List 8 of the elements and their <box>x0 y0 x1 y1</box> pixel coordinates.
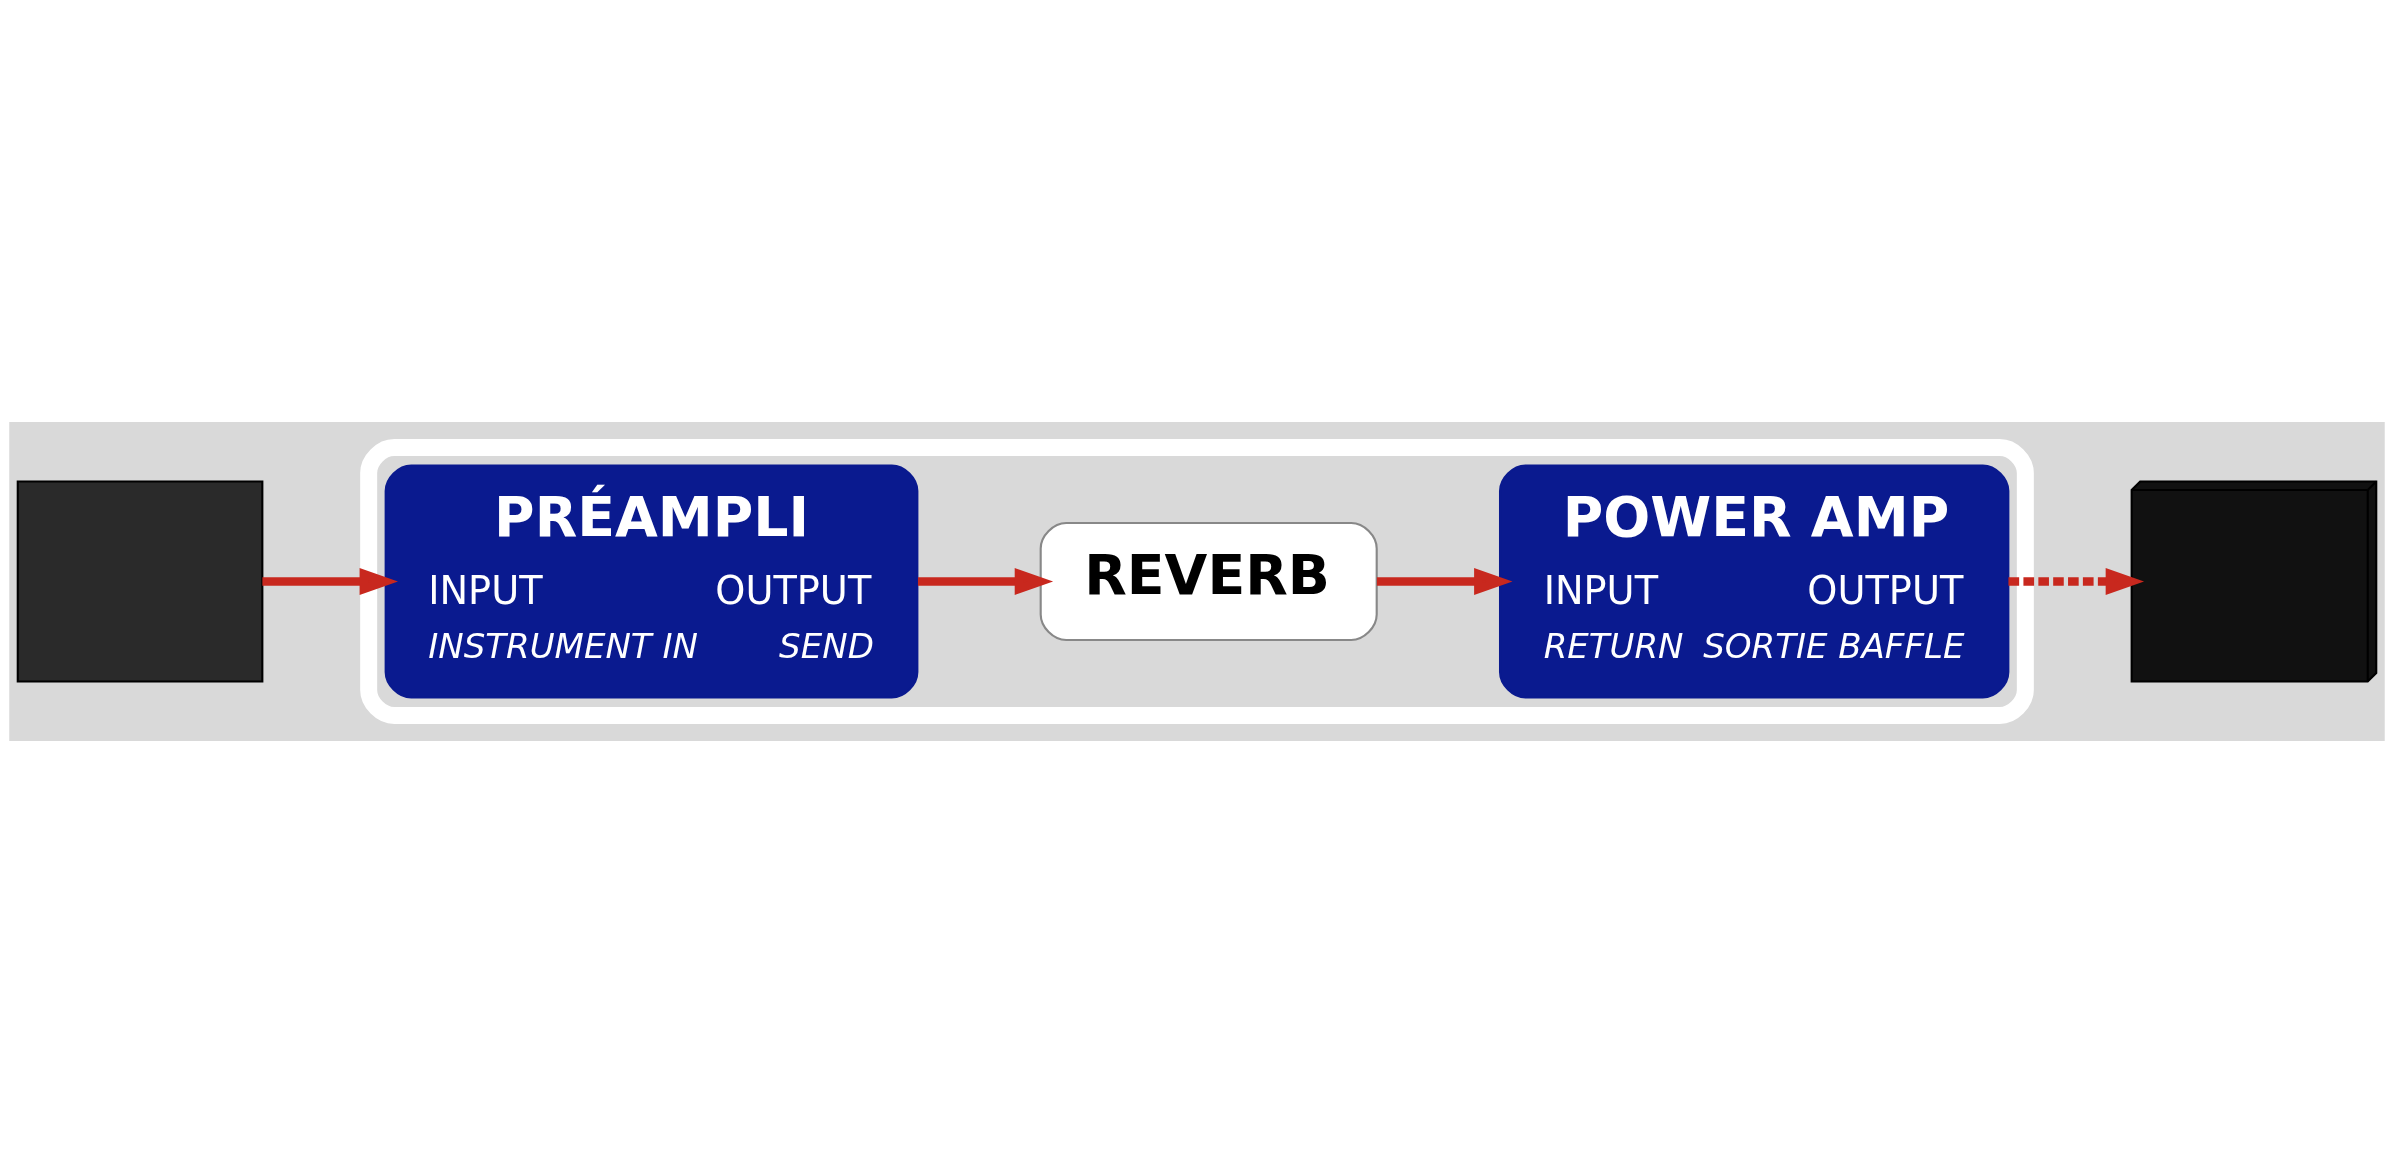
arrow <box>917 567 1054 595</box>
node-box <box>16 480 264 682</box>
node-box: REVERB <box>1039 521 1378 641</box>
arrow <box>1376 567 1513 595</box>
node-box: PRÉAMPLI INPUT OUTPUT INSTRUMENT IN SEND <box>384 464 919 698</box>
arrow <box>262 567 398 595</box>
arrow <box>2008 567 2145 595</box>
node-box: POWER AMP INPUT OUTPUT RETURN SORTIE BAFFLE <box>1499 464 2010 698</box>
